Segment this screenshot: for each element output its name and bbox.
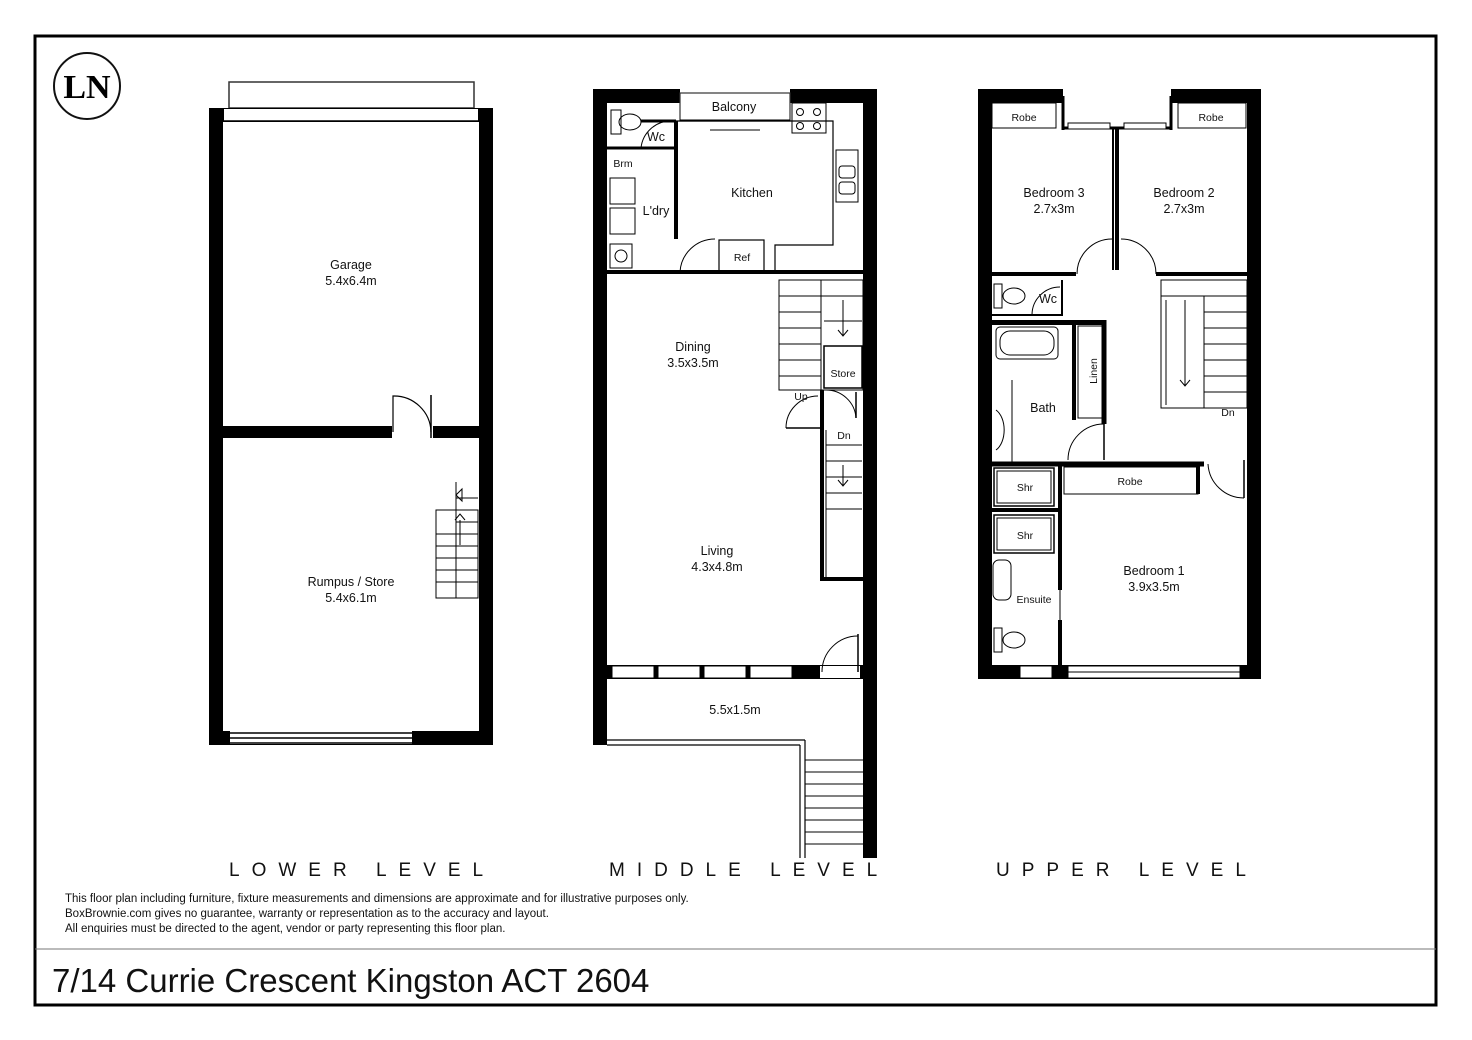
bedroom2-size: 2.7x3m (1164, 202, 1205, 216)
linen-label: Linen (1088, 358, 1100, 384)
shower1-label: Shr (1017, 482, 1034, 494)
bedroom3-label: Bedroom 3 (1023, 186, 1084, 200)
bedroom1-label: Bedroom 1 (1123, 564, 1184, 578)
middle-dn-label: Dn (837, 430, 851, 442)
logo-text: LN (63, 69, 111, 106)
upper-wc-label: Wc (1039, 292, 1057, 306)
middle-level-plan (593, 89, 877, 858)
middle-level-heading: MIDDLE LEVEL (609, 860, 889, 881)
upper-dn-label: Dn (1221, 407, 1235, 419)
property-address: 7/14 Currie Crescent Kingston ACT 2604 (52, 962, 649, 999)
disclaimer-line-2: BoxBrownie.com gives no guarantee, warra… (65, 908, 549, 920)
upper-level-heading: UPPER LEVEL (996, 860, 1258, 881)
rumpus-label: Rumpus / Store (308, 575, 395, 589)
disclaimer-line-1: This floor plan including furniture, fix… (65, 893, 689, 905)
garage-size: 5.4x6.4m (325, 274, 376, 288)
robe-left-label: Robe (1011, 112, 1036, 124)
middle-up-label: Up (794, 391, 808, 403)
upper-level-plan (978, 89, 1261, 679)
living-size: 4.3x4.8m (691, 560, 742, 574)
garage-label: Garage (330, 258, 372, 272)
deck-size: 5.5x1.5m (709, 703, 760, 717)
balcony-label: Balcony (712, 100, 757, 114)
dining-label: Dining (675, 340, 710, 354)
robe-right-label: Robe (1198, 112, 1223, 124)
dining-size: 3.5x3.5m (667, 356, 718, 370)
lower-level-heading: LOWER LEVEL (229, 860, 495, 881)
lower-level-plan (209, 81, 493, 745)
bedroom2-label: Bedroom 2 (1153, 186, 1214, 200)
bedroom3-size: 2.7x3m (1034, 202, 1075, 216)
bath-label: Bath (1030, 401, 1056, 415)
robe-bed1-label: Robe (1117, 476, 1142, 488)
shower2-label: Shr (1017, 530, 1034, 542)
page-frame (33, 34, 1438, 1007)
disclaimer-line-3: All enquiries must be directed to the ag… (65, 923, 505, 935)
bedroom1-size: 3.9x3.5m (1128, 580, 1179, 594)
kitchen-label: Kitchen (731, 186, 773, 200)
rumpus-size: 5.4x6.1m (325, 591, 376, 605)
living-label: Living (701, 544, 734, 558)
laundry-label: L'dry (643, 204, 670, 218)
agency-logo: LN (53, 52, 121, 120)
middle-wc-label: Wc (647, 130, 665, 144)
ensuite-label: Ensuite (1016, 594, 1051, 606)
store-label: Store (830, 368, 855, 380)
brm-label: Brm (613, 158, 633, 170)
ref-label: Ref (734, 252, 750, 264)
